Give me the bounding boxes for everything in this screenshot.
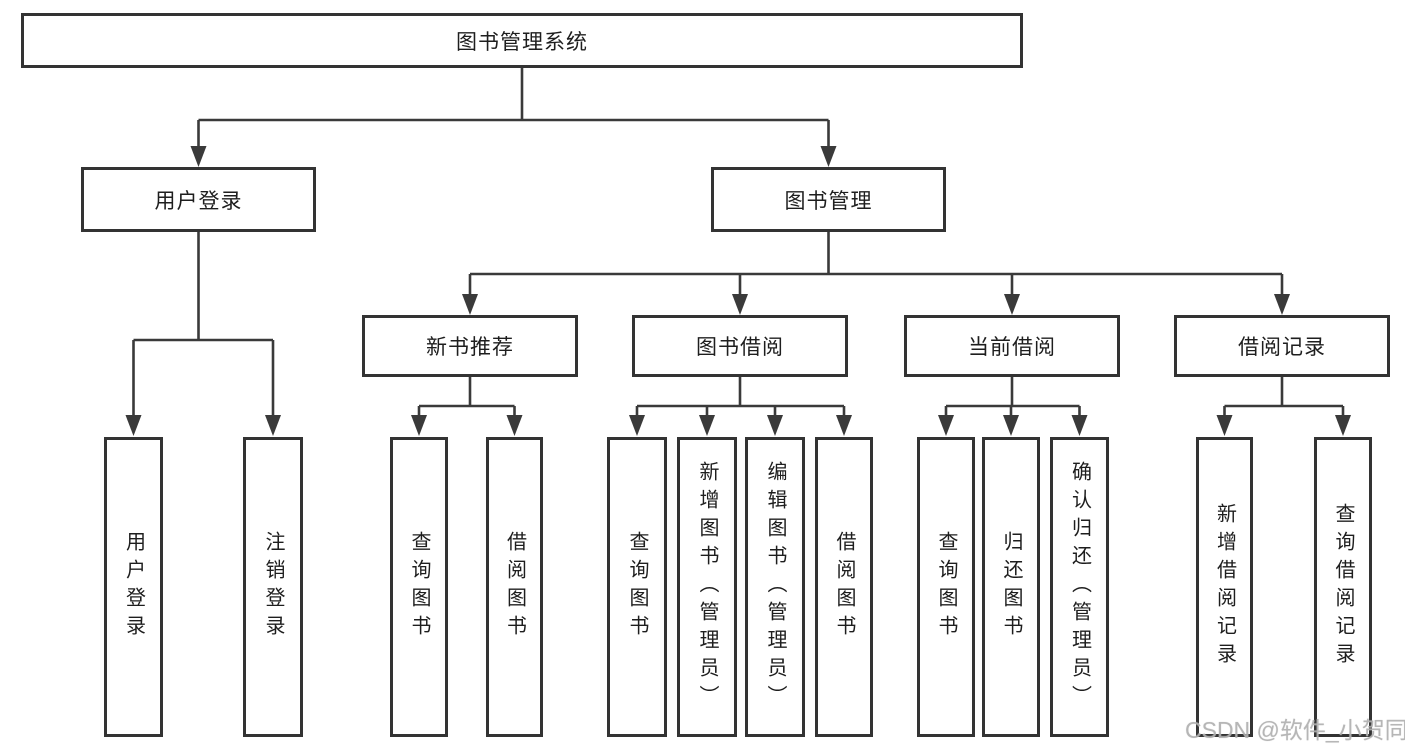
node-book-borrowing: 图书借阅 <box>632 315 848 377</box>
leaf-logout-label: 注销登录 <box>262 531 284 643</box>
leaf-query-books-recommend-label: 查询图书 <box>408 531 430 643</box>
leaf-query-books-current: 查询图书 <box>917 437 975 737</box>
leaf-query-books-current-label: 查询图书 <box>935 531 957 643</box>
leaf-edit-books-admin: 编辑图书（管理员） <box>745 437 805 737</box>
leaf-add-books-admin: 新增图书（管理员） <box>677 437 737 737</box>
leaf-query-books-borrow: 查询图书 <box>607 437 667 737</box>
root-node-system: 图书管理系统 <box>21 13 1023 68</box>
node-book-management: 图书管理 <box>711 167 946 232</box>
node-new-book-recommend: 新书推荐 <box>362 315 578 377</box>
leaf-add-books-admin-label: 新增图书（管理员） <box>696 461 718 713</box>
leaf-borrow-books-recommend: 借阅图书 <box>486 437 543 737</box>
node-book-management-label: 图书管理 <box>784 189 873 213</box>
root-node-label: 图书管理系统 <box>456 30 588 54</box>
leaf-logout: 注销登录 <box>243 437 303 737</box>
leaf-user-login-label: 用户登录 <box>122 531 145 643</box>
node-user-login-label: 用户登录 <box>154 189 243 213</box>
leaf-query-borrow-record-label: 查询借阅记录 <box>1332 503 1354 671</box>
leaf-add-borrow-record-label: 新增借阅记录 <box>1213 503 1236 671</box>
leaf-query-borrow-record: 查询借阅记录 <box>1314 437 1372 737</box>
node-current-borrowing: 当前借阅 <box>904 315 1120 377</box>
leaf-return-books-label: 归还图书 <box>1000 531 1022 643</box>
leaf-borrow-books-label: 借阅图书 <box>833 531 855 643</box>
leaf-query-books-recommend: 查询图书 <box>390 437 448 737</box>
leaf-borrow-books-recommend-label: 借阅图书 <box>503 531 526 643</box>
leaf-confirm-return-admin: 确认归还（管理员） <box>1050 437 1109 737</box>
leaf-confirm-return-admin-label: 确认归还（管理员） <box>1068 461 1091 713</box>
node-user-login: 用户登录 <box>81 167 316 232</box>
arrowheads <box>125 146 1351 436</box>
leaf-user-login: 用户登录 <box>104 437 163 737</box>
node-borrowing-records: 借阅记录 <box>1174 315 1390 377</box>
leaf-return-books: 归还图书 <box>982 437 1040 737</box>
node-current-borrowing-label: 当前借阅 <box>968 336 1056 359</box>
leaf-borrow-books: 借阅图书 <box>815 437 873 737</box>
leaf-add-borrow-record: 新增借阅记录 <box>1196 437 1253 737</box>
node-book-borrowing-label: 图书借阅 <box>696 336 784 359</box>
leaf-query-books-borrow-label: 查询图书 <box>626 531 648 643</box>
csdn-watermark: CSDN @软件_小贺同学 <box>1185 717 1405 743</box>
node-new-book-recommend-label: 新书推荐 <box>426 336 514 359</box>
node-borrowing-records-label: 借阅记录 <box>1238 336 1326 359</box>
leaf-edit-books-admin-label: 编辑图书（管理员） <box>764 461 786 713</box>
